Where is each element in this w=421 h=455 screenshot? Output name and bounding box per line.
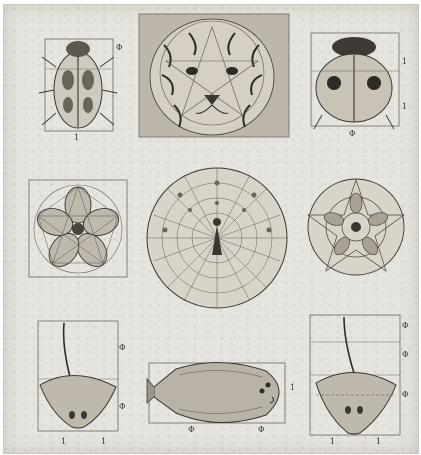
one-label-stingray-left: 1 bbox=[61, 437, 66, 446]
one-label-stingray2-right: 1 bbox=[376, 437, 381, 446]
phi-label-ladybug: Φ bbox=[349, 129, 356, 138]
one-label-flounder: 1 bbox=[290, 383, 295, 392]
phi-label-stingray-top: Φ bbox=[119, 343, 126, 352]
peacock-radial-illustration bbox=[147, 168, 287, 308]
phi-label-flounder-left: Φ bbox=[188, 425, 195, 434]
one-label-beetle: 1 bbox=[74, 133, 79, 142]
phi-label-stingray-bottom: Φ bbox=[119, 402, 126, 411]
one-label-stingray2-left: 1 bbox=[330, 437, 335, 446]
tiger-illustration bbox=[139, 14, 289, 137]
star-flower-illustration bbox=[308, 179, 404, 275]
beetle-illustration bbox=[39, 39, 117, 131]
phi-label-flounder-right: Φ bbox=[258, 425, 265, 434]
flounder-illustration bbox=[147, 362, 285, 423]
phi-label-stingray2-mid: Φ bbox=[402, 350, 409, 359]
stingray-second-illustration bbox=[310, 315, 400, 435]
phi-label-stingray2-top: Φ bbox=[402, 321, 409, 330]
phi-label-beetle: Φ bbox=[116, 43, 123, 52]
five-petal-flower-illustration bbox=[29, 180, 127, 277]
page-frame: Φ 1 1 1 Φ Φ Φ 1 1 Φ Φ 1 Φ Φ Φ 1 1 bbox=[3, 4, 419, 454]
one-label-ladybug-bottom: 1 bbox=[402, 102, 407, 111]
illustration-plate bbox=[4, 5, 418, 453]
stingray-illustration bbox=[38, 321, 118, 431]
one-label-stingray-right: 1 bbox=[101, 437, 106, 446]
phi-label-stingray2-bottom: Φ bbox=[402, 390, 409, 399]
one-label-ladybug-top: 1 bbox=[402, 57, 407, 66]
ladybug-illustration bbox=[311, 33, 399, 129]
